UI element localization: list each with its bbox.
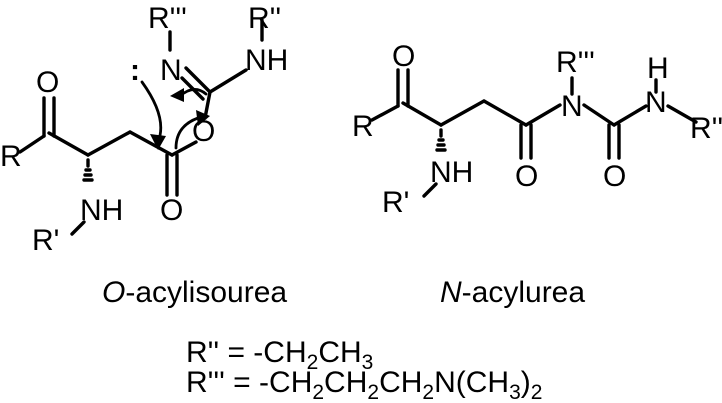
carbonyl-o-label: O	[160, 194, 183, 227]
r-double-prime-label: R''	[248, 2, 281, 35]
co-break-arrow-head	[196, 110, 210, 126]
bond-calpha-ch2	[439, 99, 486, 127]
bond-c1-calpha	[401, 101, 443, 127]
bond-c-nh	[208, 68, 248, 94]
bond-camide-o-double	[519, 123, 533, 160]
bond-c1-o-double	[42, 96, 56, 138]
r-triple-prime-definition: R''' = -CH2CH2CH2N(CH3)2	[186, 366, 542, 403]
amide-o-label: O	[515, 160, 538, 193]
nucleophile-arrow-head	[150, 134, 166, 150]
ketone-o-label: O	[36, 66, 59, 99]
bond-calpha-ch2	[86, 130, 132, 157]
bond-cester-o-double	[165, 153, 179, 197]
bond-c1-calpha	[47, 131, 90, 157]
bond-n-rdoubleprime	[666, 104, 698, 124]
nucleophile-arrow	[140, 80, 163, 144]
bond-c1-o-double	[396, 68, 410, 108]
r-double-prime-definition: R'' = -CH2CH3	[186, 336, 373, 374]
ketone-o-label: O	[392, 40, 415, 73]
r-prime-label: R'	[382, 186, 409, 219]
bond-calpha-nh-hashed	[82, 158, 94, 182]
urea-o-label: O	[603, 160, 626, 193]
bond-nh-rprime	[422, 182, 438, 198]
bond-calpha-nh-hashed	[435, 128, 447, 152]
alpha-nh-label: NH	[430, 156, 473, 189]
bond-cester-o-single	[170, 140, 198, 157]
bond-n-curea	[582, 103, 616, 127]
bond-camide-n	[524, 103, 562, 127]
urea-h-label: H	[647, 52, 669, 85]
bond-ch2-cester	[128, 130, 174, 157]
amine-nh-label: NH	[245, 44, 288, 77]
r-triple-prime-label: R'''	[148, 2, 187, 35]
o-acylisourea-structure: R''' R'' : N NH O R O O NH R' O-acylisou…	[0, 2, 288, 309]
r-group-definitions: R'' = -CH2CH3 R''' = -CH2CH2CH2N(CH3)2	[186, 336, 542, 403]
r-group-label: R	[0, 140, 22, 173]
ester-o-label: O	[192, 115, 215, 148]
cn-to-n-arrow-head	[170, 88, 184, 102]
bond-ch2-camide	[482, 99, 528, 127]
r-prime-label: R'	[32, 224, 59, 257]
o-acylisourea-caption: O-acylisourea	[102, 276, 287, 309]
alpha-nh-label: NH	[80, 194, 123, 227]
urea-n-label: N	[645, 86, 667, 119]
imide-n-label: N	[561, 90, 583, 123]
bond-curea-nh	[612, 104, 648, 127]
bond-r-c1	[18, 134, 46, 154]
r-triple-prime-label: R'''	[556, 46, 595, 79]
bond-nh-rprime	[70, 220, 86, 236]
r-double-prime-label: R''	[690, 112, 722, 145]
co-break-arrow	[174, 116, 200, 150]
lone-pair-dots: :	[130, 54, 140, 87]
bond-r-c1	[370, 104, 400, 122]
imine-n-label: N	[160, 54, 182, 87]
n-acylurea-structure: O R R''' N H N R'' NH R' O O N-acylurea	[352, 40, 722, 309]
n-acylurea-caption: N-acylurea	[440, 276, 585, 309]
r-group-label: R	[352, 110, 374, 143]
bond-o-c-isourea	[203, 90, 212, 120]
bond-curea-o-double	[607, 123, 621, 160]
